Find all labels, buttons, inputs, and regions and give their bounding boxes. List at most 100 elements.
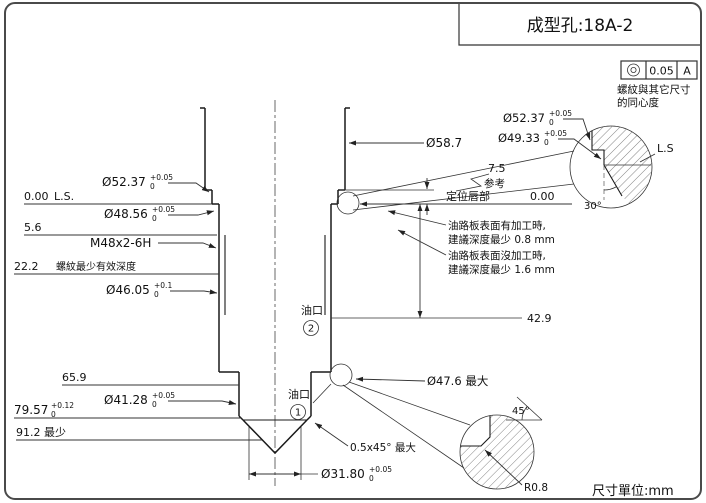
leader-phi52-37	[168, 182, 210, 193]
units-label: 尺寸單位:mm	[592, 484, 674, 499]
leader-phi41-28	[168, 400, 237, 405]
lower-bore-walls	[238, 372, 312, 421]
chamfer-note: 0.5x45° 最大	[350, 441, 416, 454]
note-machined-line2: 建議深度最少 0.8 mm	[448, 233, 555, 246]
detail-dim-phi49-33-tol-lo: 0	[544, 138, 549, 147]
bottom-dimension: Ø31.80 +0.05 0	[248, 427, 392, 483]
detail-view-b: 45° R0.8	[459, 396, 548, 494]
thread-lines	[224, 235, 326, 315]
detail-a-angle: 30°	[584, 201, 602, 212]
detail-dim-phi52-37: Ø52.37	[503, 111, 545, 125]
leader-detail-phi49-33	[558, 138, 602, 160]
oil-port1-number: 1	[295, 408, 301, 419]
detail-dim-phi52-37-tol-lo: 0	[549, 118, 554, 127]
oil-port-labels: 油口 2 油口 1	[288, 303, 332, 420]
dim-phi52-37-tol-lo: 0	[150, 182, 155, 191]
dim-ref-7-5: 7.5	[488, 162, 506, 175]
dim-phi48-56-tol-lo: 0	[152, 214, 157, 223]
tolerance-datum: A	[683, 65, 691, 78]
dim-phi41-28-tol-lo: 0	[152, 400, 157, 409]
oil-port2-balloon	[303, 320, 319, 336]
left-datum-value: 0.00	[24, 190, 49, 203]
oil-port1-balloon	[290, 404, 306, 420]
leader-chamfer-note	[314, 422, 349, 447]
detail-b-profile	[460, 415, 491, 447]
oil-port2-label: 油口	[301, 303, 323, 317]
concentricity-icon	[627, 63, 640, 77]
detail-dim-phi49-33: Ø49.33	[498, 131, 540, 145]
leader-phi47-6	[355, 376, 426, 382]
dim-phi52-37: Ø52.37	[102, 175, 146, 189]
dim-phi46-05-tol-hi: +0.1	[154, 281, 172, 290]
dim-phi41-28-tol-hi: +0.05	[152, 391, 175, 400]
dim-phi46-05: Ø46.05	[106, 283, 150, 297]
dim-thread-spec: M48x2-6H	[90, 236, 151, 250]
title-block: 成型孔:18A-2	[458, 4, 700, 46]
ref-label: 参考	[484, 177, 505, 190]
tolerance-note-line1: 螺紋與其它尺寸	[617, 83, 691, 96]
left-datum-label: L.S.	[54, 190, 74, 203]
page-title: 成型孔:18A-2	[527, 16, 634, 36]
detail-b-radius: R0.8	[524, 482, 548, 494]
dim-depth-65-9: 65.9	[62, 371, 87, 384]
detail-dim-phi52-37-tol-hi: +0.05	[549, 109, 572, 118]
left-dimensions: 0.00 L.S. Ø52.37 +0.05 0 Ø48.56 +0.05 0 …	[14, 173, 262, 441]
note-raw-line2: 建議深度最少 1.6 mm	[448, 263, 555, 276]
main-bore-walls	[218, 204, 332, 372]
detail-b-angle-arc	[521, 406, 528, 421]
leader-phi48-56	[168, 210, 215, 216]
detail-a-angle-arc	[603, 186, 617, 191]
dim-phi47-6: Ø47.6 最大	[427, 374, 489, 388]
dim-depth-91-2: 91.2 最少	[16, 426, 66, 439]
oil-port1-leader	[312, 383, 332, 404]
detail-b-cone-lines	[342, 381, 471, 469]
dim-phi48-56-tol-hi: +0.05	[152, 205, 175, 214]
title-block-border	[458, 4, 700, 46]
phi31-80-extension-lines	[248, 427, 302, 480]
detail-b-hatch	[460, 415, 534, 489]
dim-depth-79-57-tol-hi: +0.12	[51, 401, 74, 410]
dim-depth-5-6: 5.6	[24, 221, 42, 234]
dim-phi58-7: Ø58.7	[426, 136, 462, 150]
oil-port1-label: 油口	[288, 387, 310, 401]
dim-depth-42-9: 42.9	[527, 312, 552, 325]
detail-a-cone-lines	[352, 150, 575, 211]
oil-port2-number: 2	[308, 324, 314, 335]
tolerance-frame	[620, 60, 698, 80]
dim-phi52-37-tol-hi: +0.05	[150, 173, 173, 182]
leader-detail-radius	[484, 449, 523, 486]
detail-b-angle-lines	[506, 396, 543, 421]
dim-phi48-56: Ø48.56	[104, 207, 148, 221]
dim-phi31-80-tol-lo: 0	[369, 474, 374, 483]
leader-phi46-05	[170, 289, 218, 295]
note-raw-line1: 油路板表面沒加工時,	[448, 249, 546, 262]
dim-depth-79-57: 79.57	[14, 403, 48, 417]
leader-thread	[158, 242, 217, 249]
dim-depth-79-57-tol-lo: 0	[51, 410, 56, 419]
dim-phi41-28: Ø41.28	[104, 393, 148, 407]
drill-cone	[242, 419, 308, 455]
dim-phi31-80: Ø31.80	[321, 467, 365, 481]
thread-depth-note: 螺紋最少有效深度	[56, 260, 136, 273]
leader-note-machined	[387, 210, 447, 226]
lip-label: 定位唇部	[446, 189, 490, 203]
note-machined-line1: 油路板表面有加工時,	[448, 219, 546, 232]
concentricity-callout: 0.05 A 螺紋與其它尺寸 的同心度	[617, 60, 698, 109]
detail-a-profile	[591, 126, 623, 197]
dim-phi46-05-tol-lo: 0	[154, 290, 159, 299]
tolerance-value: 0.05	[649, 65, 674, 78]
top-bore-walls	[200, 107, 350, 190]
tolerance-note-line2: 的同心度	[617, 96, 659, 109]
detail-a-ls-label: L.S	[657, 142, 674, 155]
right-dimensions: Ø58.7 7.5 参考 定位唇部 0.00 油路板表面有加工時, 建議深度最少…	[314, 136, 575, 469]
dim-depth-22-2: 22.2	[14, 260, 39, 273]
right-datum-value: 0.00	[530, 190, 555, 203]
ref-zigzag-leader	[455, 173, 490, 192]
dim-phi31-80-tol-hi: +0.05	[369, 465, 392, 474]
detail-b-indicator-circle	[329, 363, 353, 387]
sheet-border	[4, 2, 702, 500]
detail-dim-phi49-33-tol-hi: +0.05	[544, 129, 567, 138]
detail-b-angle: 45°	[512, 406, 530, 417]
